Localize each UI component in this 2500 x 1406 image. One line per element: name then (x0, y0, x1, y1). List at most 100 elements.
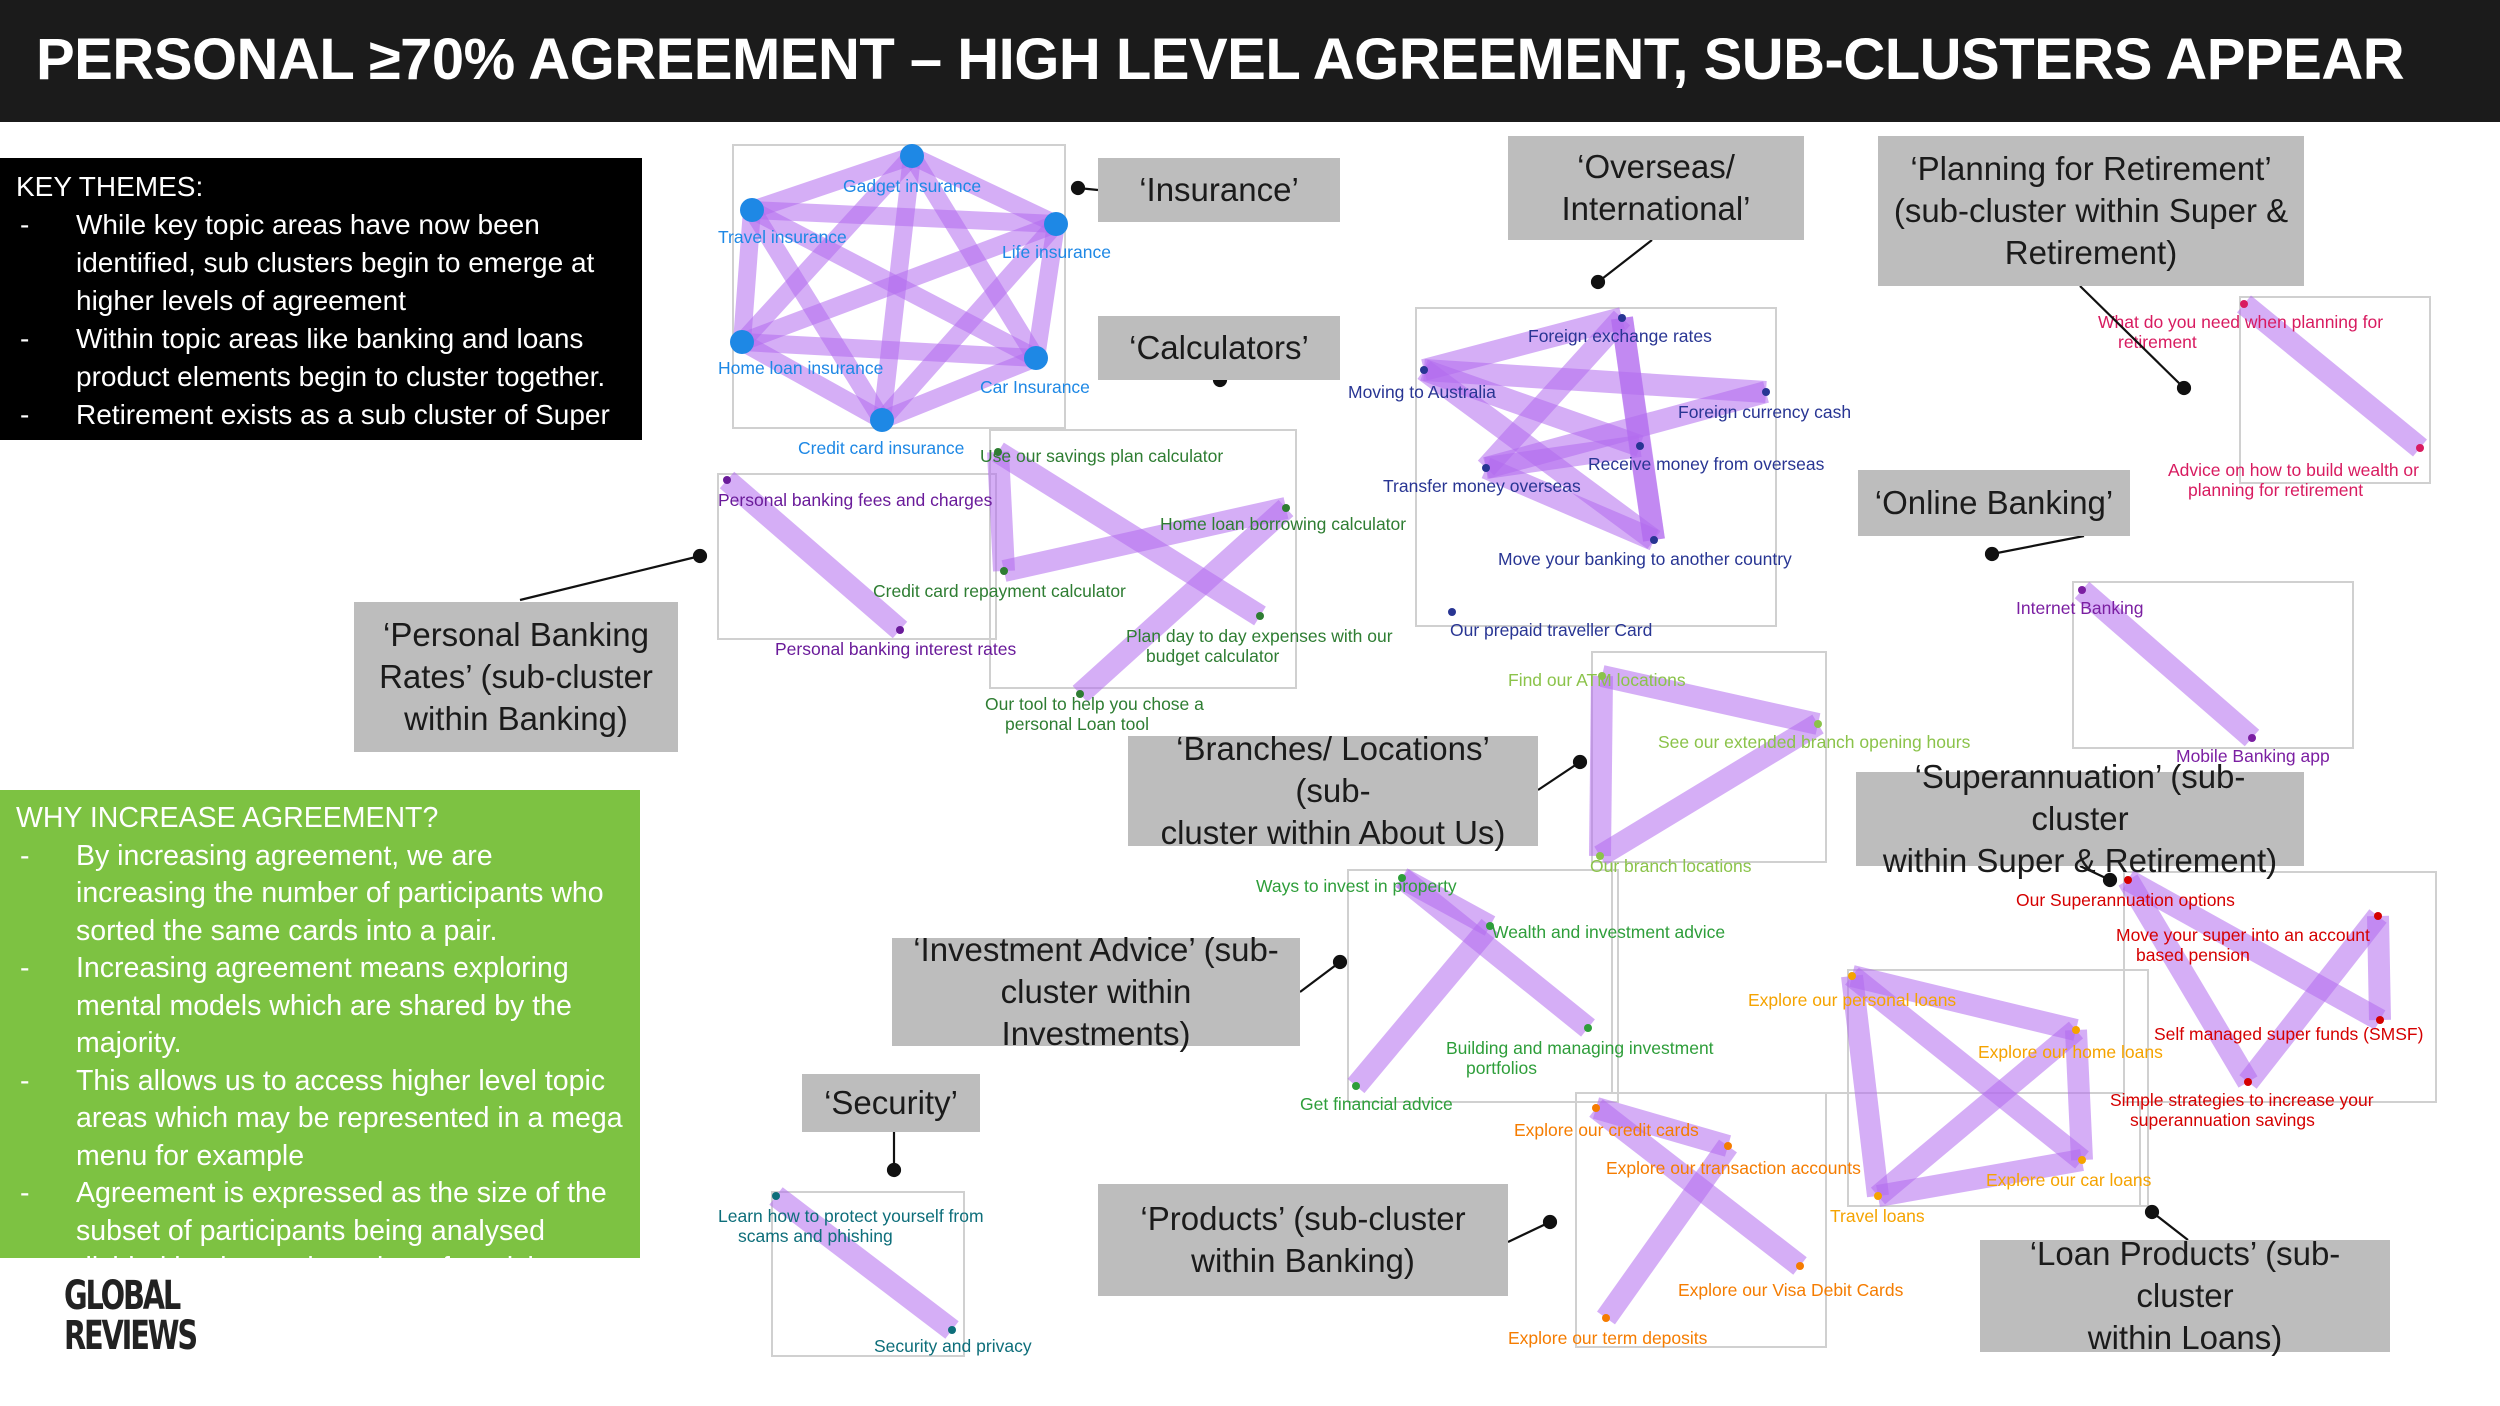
link-loans (2065, 1029, 2093, 1161)
callout-line (1299, 961, 1341, 993)
node-label-calculators: Home loan borrowing calculator (1160, 514, 1406, 534)
node-label-products: Explore our transaction accounts (1606, 1158, 1861, 1178)
node-insurance (870, 408, 894, 432)
node-investment (1352, 1082, 1360, 1090)
node-calculators (1000, 567, 1008, 575)
callout-line (1991, 534, 2085, 556)
callout-line (1597, 239, 1653, 283)
label-calculators: ‘Calculators’ (1098, 316, 1340, 380)
callout-line (2079, 285, 2185, 389)
link-super (2122, 870, 2386, 1030)
node-label-loans: Explore our car loans (1986, 1170, 2152, 1190)
node-label-super: Our Superannuation options (2016, 890, 2235, 910)
node-label-overseas: Moving to Australia (1348, 382, 1496, 402)
node-calculators (1282, 504, 1290, 512)
link-insurance (749, 147, 915, 219)
node-label-personal: Personal banking interest rates (775, 639, 1016, 659)
why-increase-panel: WHY INCREASE AGREEMENT? By increasing ag… (0, 790, 640, 1284)
node-personal (723, 476, 731, 484)
node-loans (2072, 1026, 2080, 1034)
node-online (2248, 734, 2256, 742)
why-increase-item: This allows us to access higher level to… (16, 1063, 624, 1176)
node-products (1796, 1262, 1804, 1270)
node-calculators (1076, 690, 1084, 698)
node-label-branches: Find our ATM locations (1508, 670, 1686, 690)
node-label-security: Security and privacy (874, 1336, 1032, 1356)
page-title: PERSONAL ≥70% AGREEMENT – HIGH LEVEL AGR… (36, 27, 2405, 92)
node-insurance (730, 330, 754, 354)
link-insurance (741, 333, 1037, 367)
node-loans (1848, 972, 1856, 980)
link-super (2367, 915, 2391, 1021)
node-label-calculators: Credit card repayment calculator (873, 581, 1126, 601)
link-overseas (1423, 359, 1767, 403)
node-products (1602, 1314, 1610, 1322)
node-super (2124, 876, 2132, 884)
node-security (948, 1326, 956, 1334)
node-personal (896, 626, 904, 634)
node-super (2376, 1016, 2384, 1024)
node-loans (2078, 1156, 2086, 1164)
link-loans (1845, 967, 2089, 1169)
node-overseas (1762, 388, 1770, 396)
link-retirement (2237, 295, 2427, 457)
node-investment (1398, 874, 1406, 882)
why-increase-item: Increasing agreement means exploring men… (16, 950, 624, 1063)
link-super (2118, 874, 2258, 1088)
callout-dot (692, 548, 708, 564)
link-products (1592, 1097, 1732, 1157)
callout-dot (1572, 754, 1588, 770)
label-loan-products: ‘Loan Products’ (sub-cluster within Loan… (1980, 1235, 2390, 1356)
link-overseas (1484, 435, 1642, 479)
link-overseas (1611, 316, 1651, 448)
node-branches (1598, 672, 1606, 680)
label-overseas: ‘Overseas/ International’ (1508, 136, 1804, 240)
node-label-super: Self managed super funds (SMSF) (2154, 1024, 2423, 1044)
node-insurance (900, 144, 924, 168)
node-products (1592, 1104, 1600, 1112)
node-label-overseas: Receive money from overseas (1588, 454, 1825, 474)
node-label-overseas: Our prepaid traveller Card (1450, 620, 1652, 640)
callout-line (1537, 761, 1581, 791)
node-overseas (1420, 366, 1428, 374)
callout-line (1507, 1221, 1551, 1243)
node-insurance (1024, 346, 1048, 370)
link-branches (1589, 675, 1613, 857)
link-online (2074, 581, 2260, 747)
label-insurance: ‘Insurance’ (1098, 158, 1340, 222)
label-products: ‘Products’ (sub-cluster within Banking) (1098, 1184, 1508, 1296)
node-label-products: Explore our Visa Debit Cards (1678, 1280, 1904, 1300)
callout-dot (1332, 954, 1348, 970)
node-super (2374, 912, 2382, 920)
label-superannuation: ‘Superannuation’ (sub-cluster within Sup… (1856, 758, 2304, 879)
node-loans (1874, 1192, 1882, 1200)
link-branches (1594, 714, 1824, 866)
node-label-online: Internet Banking (2016, 598, 2143, 618)
node-branches (1596, 852, 1604, 860)
node-label-calculators: Use our savings plan calculator (980, 446, 1223, 466)
node-label-loans: Explore our personal loans (1748, 990, 1956, 1010)
node-label-loans: Travel loans (1830, 1206, 1925, 1226)
link-insurance (875, 218, 1063, 426)
link-security (769, 1187, 959, 1339)
node-label-products: Explore our credit cards (1514, 1120, 1699, 1140)
key-theme-item: Retirement exists as a sub cluster of Su… (16, 396, 626, 434)
link-investment (1347, 918, 1499, 1094)
node-label-products: Explore our term deposits (1508, 1328, 1708, 1348)
node-label-loans: Explore our home loans (1978, 1042, 2163, 1062)
label-security: ‘Security’ (802, 1074, 980, 1132)
link-calculators (1001, 497, 1289, 582)
node-label-branches: Our branch locations (1590, 856, 1752, 876)
why-increase-item: Agreement is expressed as the size of th… (16, 1175, 624, 1288)
node-super (2244, 1078, 2252, 1086)
callout-dot (2144, 1204, 2160, 1220)
node-label-branches: See our extended branch opening hours (1658, 732, 1971, 752)
label-investment-advice: ‘Investment Advice’ (sub- cluster within… (892, 931, 1300, 1052)
link-calculators (987, 451, 1015, 572)
link-personal (719, 471, 908, 639)
key-theme-item: While key topic areas have now been iden… (16, 206, 626, 320)
